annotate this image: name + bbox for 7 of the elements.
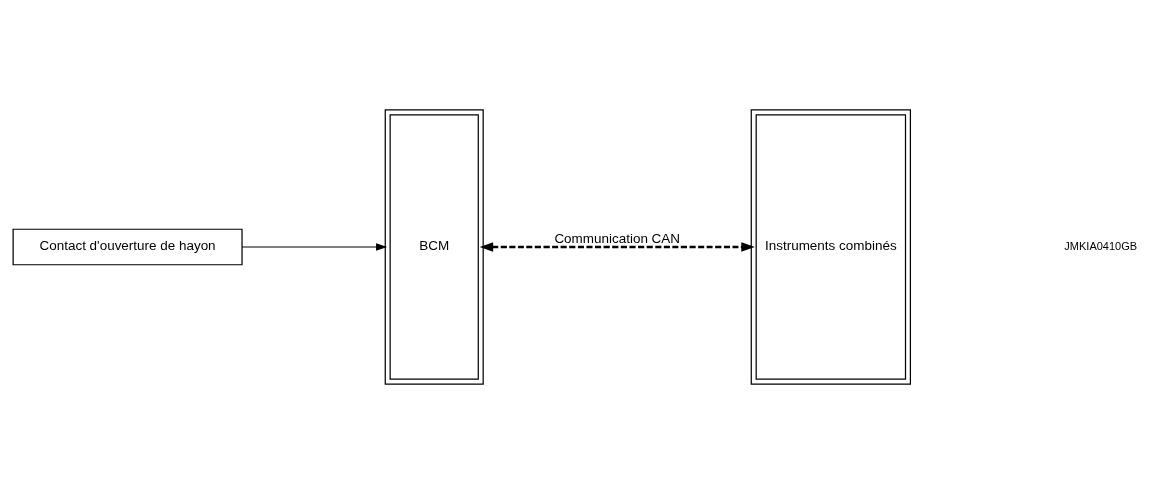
arrow xyxy=(241,242,388,251)
node-box: BCM xyxy=(384,108,484,385)
label: JMKIA0410GB xyxy=(1064,239,1138,252)
node-box: Contact d'ouverture de hayon xyxy=(12,228,243,265)
arrow xyxy=(479,241,755,252)
edge-label: Communication CAN xyxy=(554,230,681,246)
node-box: Instruments combinés xyxy=(750,108,911,385)
